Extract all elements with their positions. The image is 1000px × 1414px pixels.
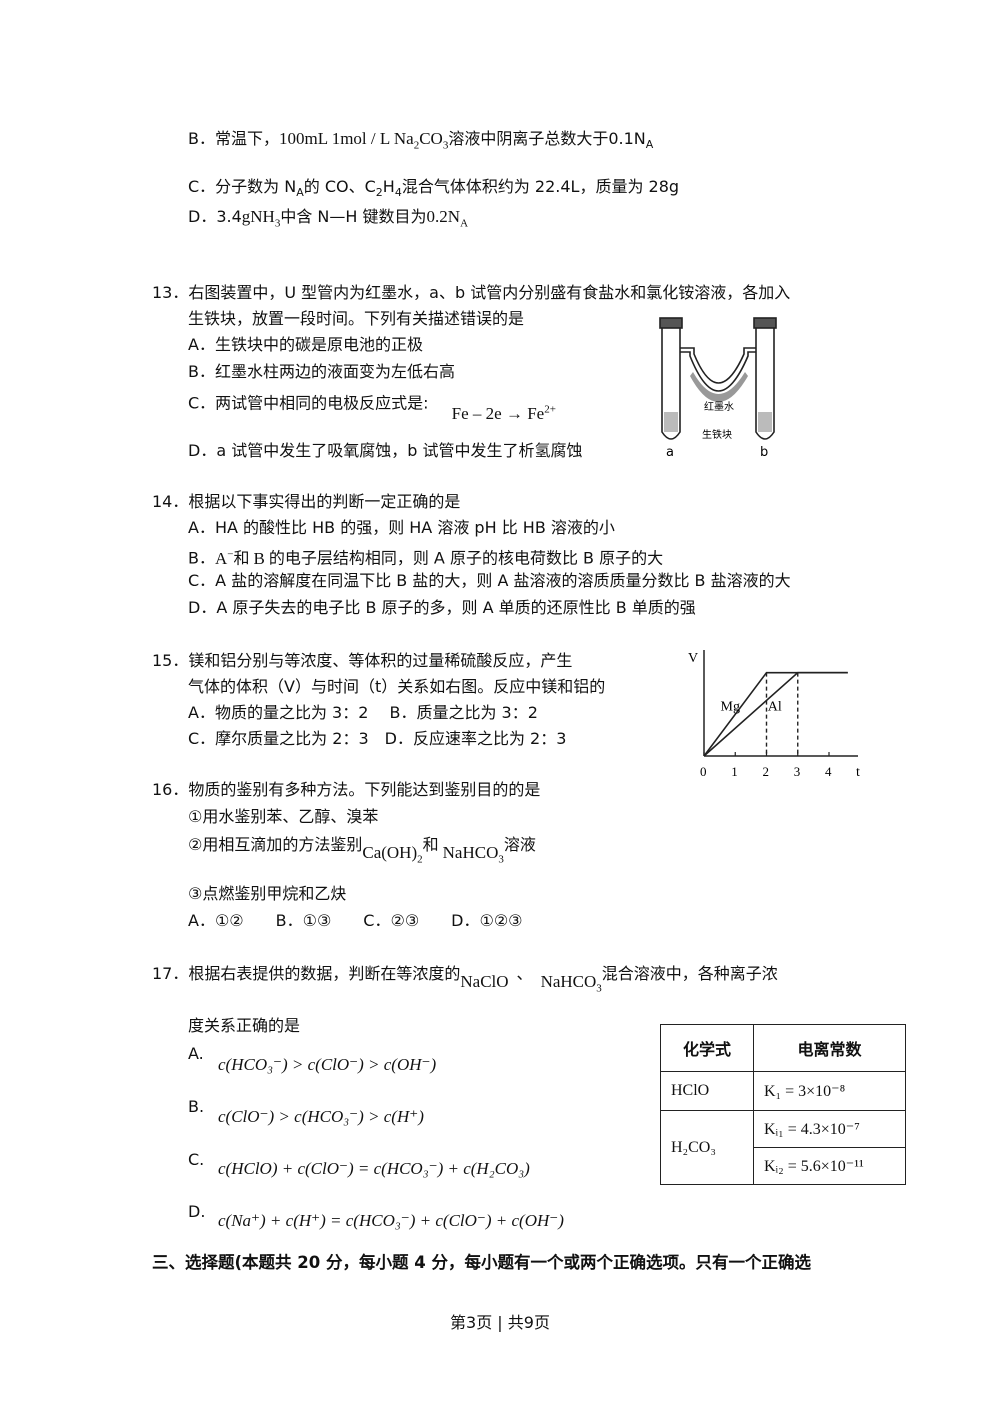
q16-item-1: ①用水鉴别苯、乙醇、溴苯 (188, 807, 379, 826)
q14-stem: 14．根据以下事实得出的判断一定正确的是 (152, 492, 461, 511)
q15-stem-1: 15．镁和铝分别与等浓度、等体积的过量稀硫酸反应，产生 (152, 651, 573, 670)
u-tube-outer (680, 347, 756, 384)
table-cell-hclo: HClO (660, 1071, 754, 1111)
x-tick-label: 1 (731, 764, 738, 779)
x-tick-label: 3 (794, 764, 801, 779)
q13-option-a: A．生铁块中的碳是原电池的正极 (188, 335, 423, 354)
u-tube-inner (680, 351, 756, 392)
q17-option-b: c(ClO⁻) > c(HCO₃⁻) > c(H⁺) (218, 1107, 424, 1126)
q15-options-cd: C．摩尔质量之比为 2：3 D．反应速率之比为 2：3 (188, 729, 567, 748)
table-header-formula: 化学式 (660, 1024, 754, 1072)
q13-option-d: D．a 试管中发生了吸氧腐蚀，b 试管中发生了析氢腐蚀 (188, 441, 583, 460)
section-3-heading: 三、选择题(本题共 20 分，每小题 4 分，每小题有一个或两个正确选项。只有一… (152, 1253, 811, 1272)
q12-option-c: C．分子数为 NA的 CO、C2H4混合气体体积约为 22.4L，质量为 28g (188, 177, 680, 200)
q17-option-a: c(HCO₃⁻) > c(ClO⁻) > c(OH⁻) (218, 1055, 437, 1074)
q16-options: A．①② B．①③ C．②③ D．①②③ (188, 911, 523, 930)
q12-option-d: D．3.4gNH3中含 N—H 键数目为0.2NA (188, 207, 469, 230)
q15-options-ab: A．物质的量之比为 3：2 B．质量之比为 3：2 (188, 703, 538, 722)
table-cell-h2co3: H₂CO₃ (660, 1110, 754, 1185)
q14-option-a: A．HA 的酸性比 HB 的强，则 HA 溶液 pH 比 HB 溶液的小 (188, 518, 615, 537)
ionization-constant-table: 化学式 电离常数 HClO K₁ = 3×10⁻⁸ H₂CO₃ Kᵢ₁ = 4.… (660, 1024, 906, 1185)
q14-option-d: D．A 原子失去的电子比 B 原子的多，则 A 单质的还原性比 B 单质的强 (188, 598, 696, 617)
table-cell-h2co3-k1: Kᵢ₁ = 4.3×10⁻⁷ (753, 1110, 906, 1148)
q17-option-b-label: B. (188, 1097, 205, 1116)
q17-stem-1: 17．根据右表提供的数据，判断在等浓度的NaClO、NaHCO3混合溶液中，各种… (152, 964, 778, 995)
q13-option-b: B．红墨水柱两边的液面变为左低右高 (188, 362, 455, 381)
label-ink: 红墨水 (704, 400, 734, 413)
q16-item-3: ③点燃鉴别甲烷和乙炔 (188, 884, 347, 903)
red-ink (690, 372, 748, 402)
q13-stem-1: 13．右图装置中，U 型管内为红墨水，a、b 试管内分别盛有食盐水和氯化铵溶液，… (152, 283, 791, 302)
stopper-right (753, 317, 777, 329)
u-tube-figure: 红墨水 生铁块 a b (659, 317, 777, 460)
volume-time-chart: V t 0 1 2 3 4 Mg Al (688, 650, 860, 780)
series-label-mg: Mg (721, 700, 740, 715)
q17-option-c: c(HClO) + c(ClO⁻) = c(HCO₃⁻) + c(H₂CO₃) (218, 1159, 530, 1178)
q17-option-a-label: A. (188, 1044, 204, 1063)
y-axis-label: V (688, 651, 698, 666)
stopper-left (659, 317, 683, 329)
q17-option-d: c(Na⁺) + c(H⁺) = c(HCO₃⁻) + c(ClO⁻) + c(… (218, 1211, 564, 1230)
q14-option-c: C．A 盐的溶解度在同温下比 B 盐的大，则 A 盐溶液的溶质质量分数比 B 盐… (188, 571, 791, 590)
q13-stem-2: 生铁块，放置一段时间。下列有关描述错误的是 (188, 309, 525, 328)
q17-option-c-label: C. (188, 1150, 205, 1169)
series-label-al: Al (768, 700, 782, 715)
q12-option-b: B．常温下，100mL 1mol / L Na2CO3溶液中阴离子总数大于0.1… (188, 129, 654, 152)
iron-b (758, 412, 772, 432)
x-tick-label: 2 (763, 764, 770, 779)
test-tube-b (755, 328, 775, 440)
iron-a (664, 412, 678, 432)
label-b: b (760, 445, 768, 460)
q15-stem-2: 气体的体积（V）与时间（t）关系如右图。反应中镁和铝的 (188, 677, 606, 696)
table-header-constant: 电离常数 (753, 1024, 906, 1072)
q13-option-c: C．两试管中相同的电极反应式是: Fe – 2e → Fe2+ (188, 393, 556, 423)
q17-stem-2: 度关系正确的是 (188, 1016, 301, 1035)
test-tube-a (661, 328, 681, 440)
table-cell-h2co3-k2: Kᵢ₂ = 5.6×10⁻¹¹ (753, 1147, 906, 1185)
x-tick-label: 0 (700, 764, 707, 779)
label-a: a (666, 445, 674, 460)
x-tick-label: 4 (825, 764, 832, 779)
page-footer: 第3页 | 共9页 (450, 1313, 550, 1332)
table-cell-hclo-k: K₁ = 3×10⁻⁸ (753, 1071, 906, 1111)
q17-option-d-label: D. (188, 1202, 206, 1221)
x-axis-label: t (856, 765, 860, 780)
label-iron: 生铁块 (702, 428, 732, 441)
q16-stem: 16．物质的鉴别有多种方法。下列能达到鉴别目的的是 (152, 780, 541, 799)
